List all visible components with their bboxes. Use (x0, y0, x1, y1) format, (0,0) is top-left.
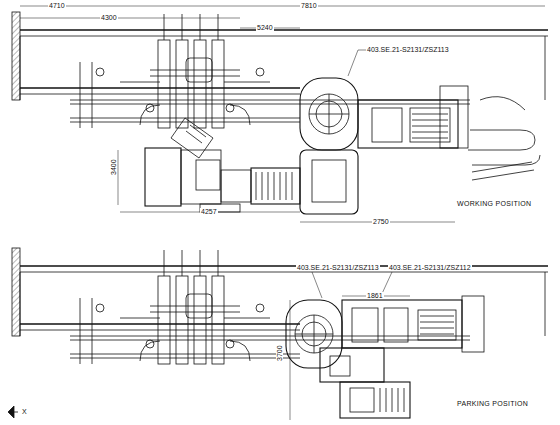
dimension-text: 4710 (48, 2, 66, 9)
axis-label: X (21, 408, 28, 415)
dimension-text: 3700 (276, 344, 283, 362)
part-number: 403.SE.21-S2131/ZSZ113 (366, 46, 450, 53)
view-title: WORKING POSITION (456, 200, 532, 207)
view-title: PARKING POSITION (456, 400, 529, 407)
dimension-text: 1861 (366, 292, 384, 299)
dimension-text: 4257 (200, 208, 218, 215)
dimension-text: 5240 (256, 24, 274, 31)
part-number: 403.SE.21-S2131/ZSZ112 (388, 264, 472, 271)
dimension-text: 4300 (100, 14, 118, 21)
dimension-text: 2750 (372, 218, 390, 225)
dimension-text: 7810 (300, 2, 318, 9)
part-number: 403.SE.21-S2131/ZSZ113 (296, 264, 380, 271)
dimension-text: 3400 (110, 158, 117, 176)
